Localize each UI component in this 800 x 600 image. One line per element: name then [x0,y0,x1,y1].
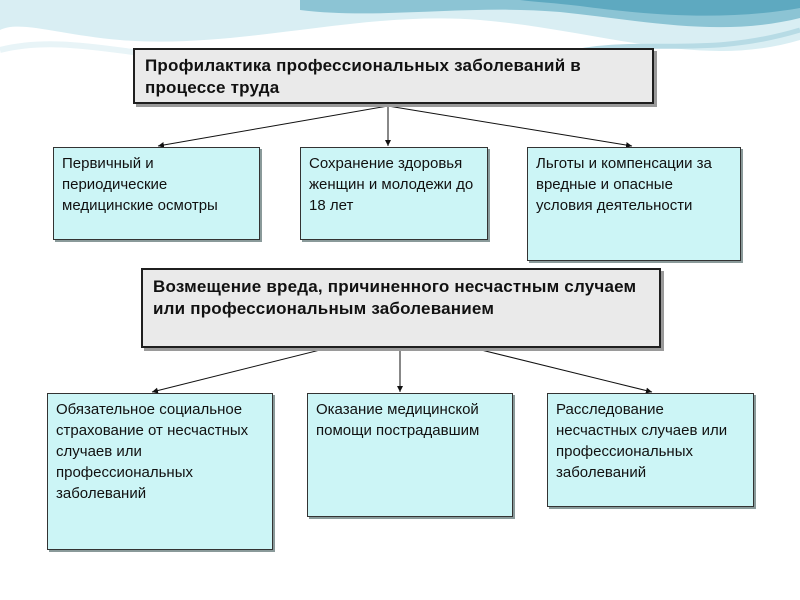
benefits-compensation-box: Льготы и компенсации за вредные и опасны… [527,147,741,261]
accident-investigation-box: Расследование несчастных случаев или про… [547,393,754,507]
medical-assistance-box: Оказание медицинской помощи пострадавшим [307,393,513,517]
women-youth-health-box: Сохранение здоровья женщин и молодежи до… [300,147,488,240]
prevention-title-box: Профилактика профессиональных заболевани… [133,48,654,104]
social-insurance-box: Обязательное социальное страхование от н… [47,393,273,550]
medical-exams-box: Первичный и периодические медицинские ос… [53,147,260,240]
damage-compensation-title-box: Возмещение вреда, причиненного несчастны… [141,268,661,348]
